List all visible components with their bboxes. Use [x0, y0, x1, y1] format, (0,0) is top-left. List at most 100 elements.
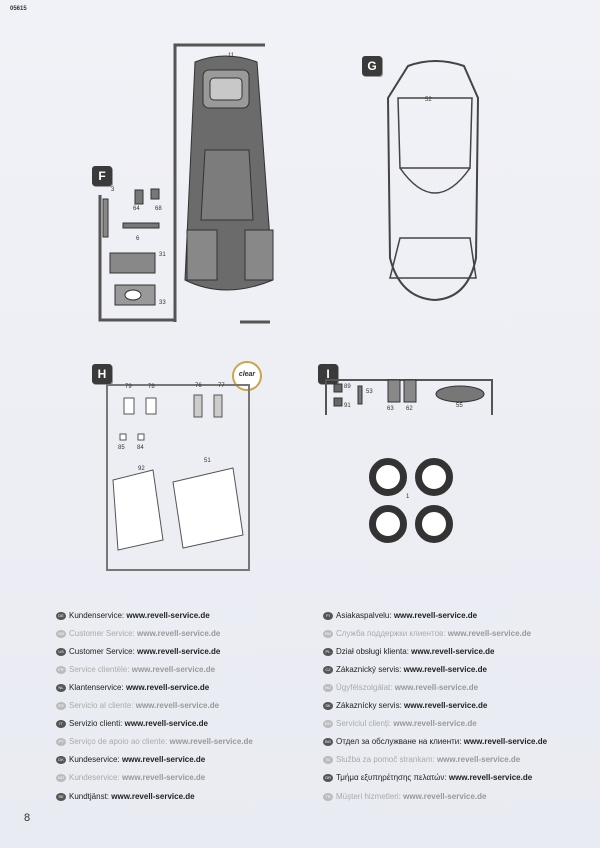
flag-icon: RU	[323, 629, 333, 638]
service-link[interactable]: www.revell-service.de	[436, 755, 521, 764]
flag-icon: GR	[323, 773, 333, 782]
part-77: 77	[218, 383, 225, 389]
flag-icon: NO	[56, 773, 66, 782]
part-31: 31	[159, 252, 166, 258]
service-link[interactable]: www.revell-service.de	[137, 629, 221, 638]
part-33: 33	[159, 300, 166, 306]
flag-icon: GB	[56, 629, 66, 638]
service-link[interactable]: www.revell-service.de	[403, 665, 487, 674]
flag-icon: CZ	[323, 665, 333, 674]
service-link[interactable]: www.revell-service.de	[124, 719, 208, 728]
part-53: 53	[366, 389, 373, 395]
service-link[interactable]: www.revell-service.de	[111, 792, 195, 801]
service-link[interactable]: www.revell-service.de	[393, 719, 477, 728]
flag-icon: FI	[323, 611, 333, 620]
flag-icon: RO	[323, 719, 333, 728]
part-6: 6	[136, 236, 140, 242]
part-85: 85	[118, 445, 125, 451]
part-64: 64	[133, 206, 140, 212]
clear-sprue-frame	[106, 384, 250, 571]
tire	[415, 458, 453, 496]
service-link[interactable]: www.revell-service.de	[393, 611, 478, 620]
part-55: 55	[456, 403, 463, 409]
tire	[369, 458, 407, 496]
service-link[interactable]: www.revell-service.de	[404, 701, 488, 710]
part-63: 63	[387, 406, 394, 412]
service-link[interactable]: www.revell-service.de	[121, 773, 206, 782]
step-f-sprue	[98, 188, 175, 322]
flag-icon: ES	[56, 701, 66, 710]
clear-parts	[112, 394, 244, 551]
flag-icon: PT	[56, 737, 66, 746]
step-badge-h: H	[92, 364, 112, 384]
tire	[415, 505, 453, 543]
service-link[interactable]: www.revell-service.de	[411, 647, 495, 656]
service-link[interactable]: www.revell-service.de	[131, 665, 216, 674]
part-78: 78	[148, 384, 155, 390]
service-link[interactable]: www.revell-service.de	[447, 629, 532, 638]
flag-icon: DE	[56, 611, 66, 620]
service-link[interactable]: www.revell-service.de	[169, 737, 253, 746]
flag-icon: BG	[323, 737, 333, 746]
step-badge-f: F	[92, 166, 112, 186]
part-68: 68	[155, 206, 162, 212]
flag-icon: SI	[323, 755, 333, 764]
part-92: 92	[138, 466, 145, 472]
part-51: 51	[204, 458, 211, 464]
service-link[interactable]: www.revell-service.de	[394, 683, 479, 692]
flag-icon: US	[56, 647, 66, 656]
flag-icon: TR	[323, 792, 333, 801]
service-link[interactable]: www.revell-service.de	[448, 773, 533, 782]
service-link[interactable]: www.revell-service.de	[125, 683, 210, 692]
part-89: 89	[344, 384, 351, 390]
part-3: 3	[111, 187, 115, 193]
flag-icon: SK	[323, 701, 333, 710]
clear-badge: clear	[232, 361, 262, 391]
doc-code: 05615	[10, 6, 27, 12]
flag-icon: FR	[56, 665, 66, 674]
part-52: 52	[425, 97, 432, 103]
part-62: 62	[406, 406, 413, 412]
service-link[interactable]: www.revell-service.de	[121, 755, 206, 764]
flag-icon: SE	[56, 792, 66, 801]
part-11: 11	[228, 53, 235, 59]
flag-icon: IT	[56, 719, 66, 728]
service-link[interactable]: www.revell-service.de	[135, 701, 220, 710]
flag-icon: DK	[56, 755, 66, 764]
service-link[interactable]: www.revell-service.de	[403, 792, 487, 801]
service-link[interactable]: www.revell-service.de	[126, 611, 210, 620]
step-i-sprue	[325, 379, 493, 415]
part-84: 84	[137, 445, 144, 451]
flag-icon: HU	[323, 683, 333, 692]
page-number: 8	[24, 812, 31, 824]
service-link[interactable]: www.revell-service.de	[137, 647, 221, 656]
part-76: 76	[195, 383, 202, 389]
part-79: 79	[125, 384, 132, 390]
step-badge-g: G	[362, 56, 382, 76]
service-link[interactable]: www.revell-service.de	[463, 737, 548, 746]
part-1: 1	[406, 494, 410, 500]
flag-icon: NL	[56, 683, 66, 692]
